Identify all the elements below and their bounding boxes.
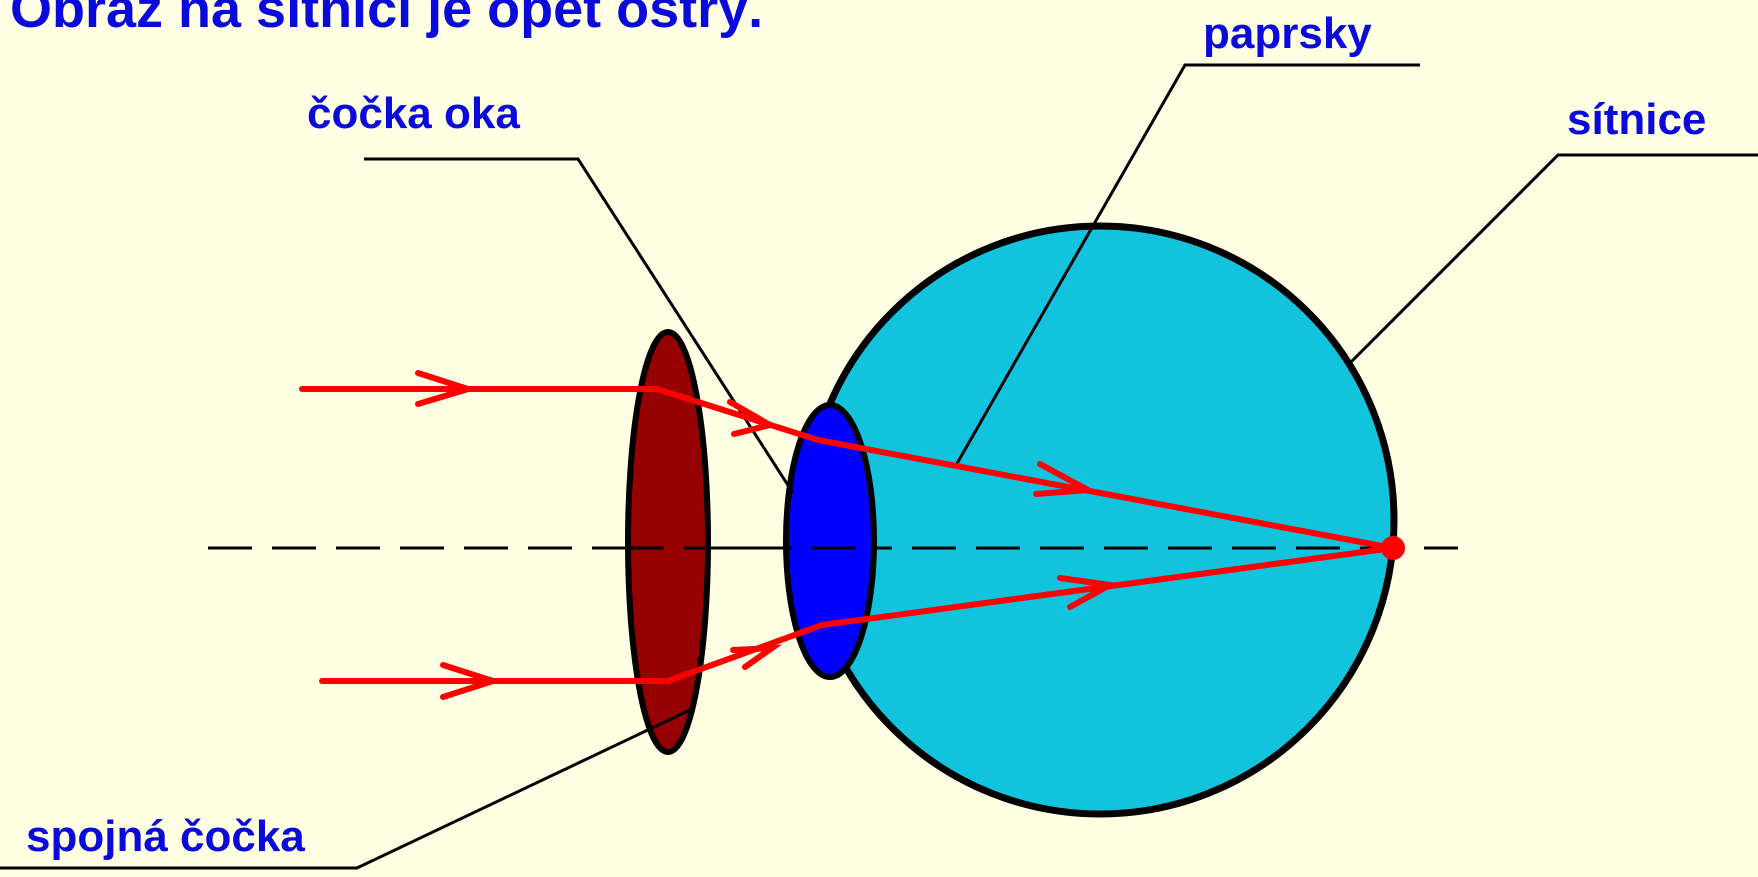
arrowhead xyxy=(1057,575,1120,610)
label-paprsky: paprsky xyxy=(1203,9,1372,58)
ray-upper xyxy=(299,386,1396,551)
ray-arrowheads xyxy=(415,370,1120,700)
converging-lens xyxy=(625,329,711,755)
arrowhead xyxy=(440,662,503,700)
arrowhead xyxy=(727,399,778,437)
focal-point xyxy=(1381,536,1405,560)
label-spojna-cocka: spojná čočka xyxy=(26,812,305,861)
label-cocka-oka: čočka oka xyxy=(307,89,520,138)
label-sitnice: sítnice xyxy=(1567,95,1707,144)
eye-lens xyxy=(783,402,877,680)
arrowhead xyxy=(415,370,479,407)
arrowhead xyxy=(730,644,783,670)
eyeball xyxy=(802,222,1398,818)
diagram-title: Obraz na sítnici je opět ostrý. xyxy=(10,0,764,39)
leader-line-paprsky xyxy=(953,63,1420,468)
arrowhead xyxy=(1033,461,1099,497)
leader-line-sitnice xyxy=(1346,153,1758,367)
leader-line-cocka-oka xyxy=(364,157,795,494)
leader-line-spojna-cocka xyxy=(0,708,691,870)
